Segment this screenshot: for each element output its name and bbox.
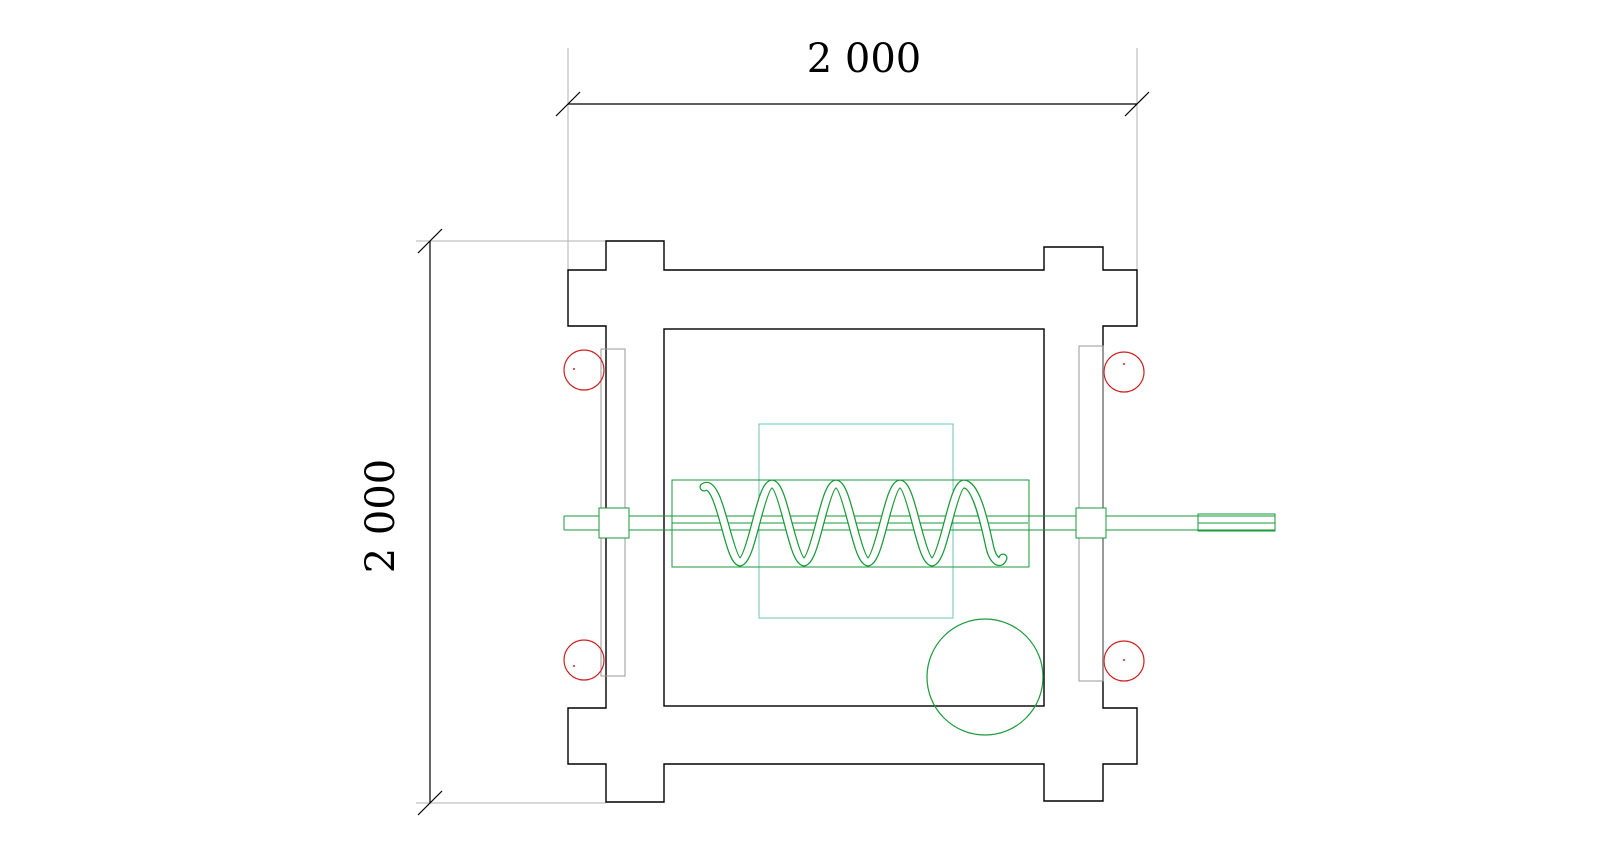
dimension-width xyxy=(555,91,1150,117)
marker-center-top-left xyxy=(573,368,575,370)
dimension-tick-right xyxy=(1124,91,1150,117)
extension-lines xyxy=(416,48,1138,804)
frame-inner-opening xyxy=(663,328,1045,707)
dimension-tick-top xyxy=(417,228,443,254)
drive-wheel xyxy=(926,618,1044,736)
corner-markers xyxy=(563,349,1145,682)
marker-center-bottom-left xyxy=(573,665,575,667)
marker-bottom-left xyxy=(563,639,605,681)
dimension-width-label: 2 000 xyxy=(807,36,922,82)
marker-center-top-right xyxy=(1123,363,1125,365)
marker-center-points xyxy=(573,363,1125,667)
auger-spiral xyxy=(699,479,1008,567)
marker-center-bottom-right xyxy=(1123,659,1125,661)
auger-tube xyxy=(671,479,1030,568)
dimension-height xyxy=(417,228,443,816)
marker-bottom-right xyxy=(1103,640,1145,682)
left-bearing-block xyxy=(598,507,630,539)
right-bearing-block xyxy=(1075,507,1107,539)
marker-top-left xyxy=(563,349,605,391)
dimension-tick-bottom xyxy=(417,790,443,816)
marker-top-right xyxy=(1103,351,1145,393)
dimension-tick-left xyxy=(555,91,581,117)
dimension-height-label: 2 000 xyxy=(358,459,404,574)
frame-outline xyxy=(567,240,1138,803)
auger-spiral-inner xyxy=(700,480,1007,566)
